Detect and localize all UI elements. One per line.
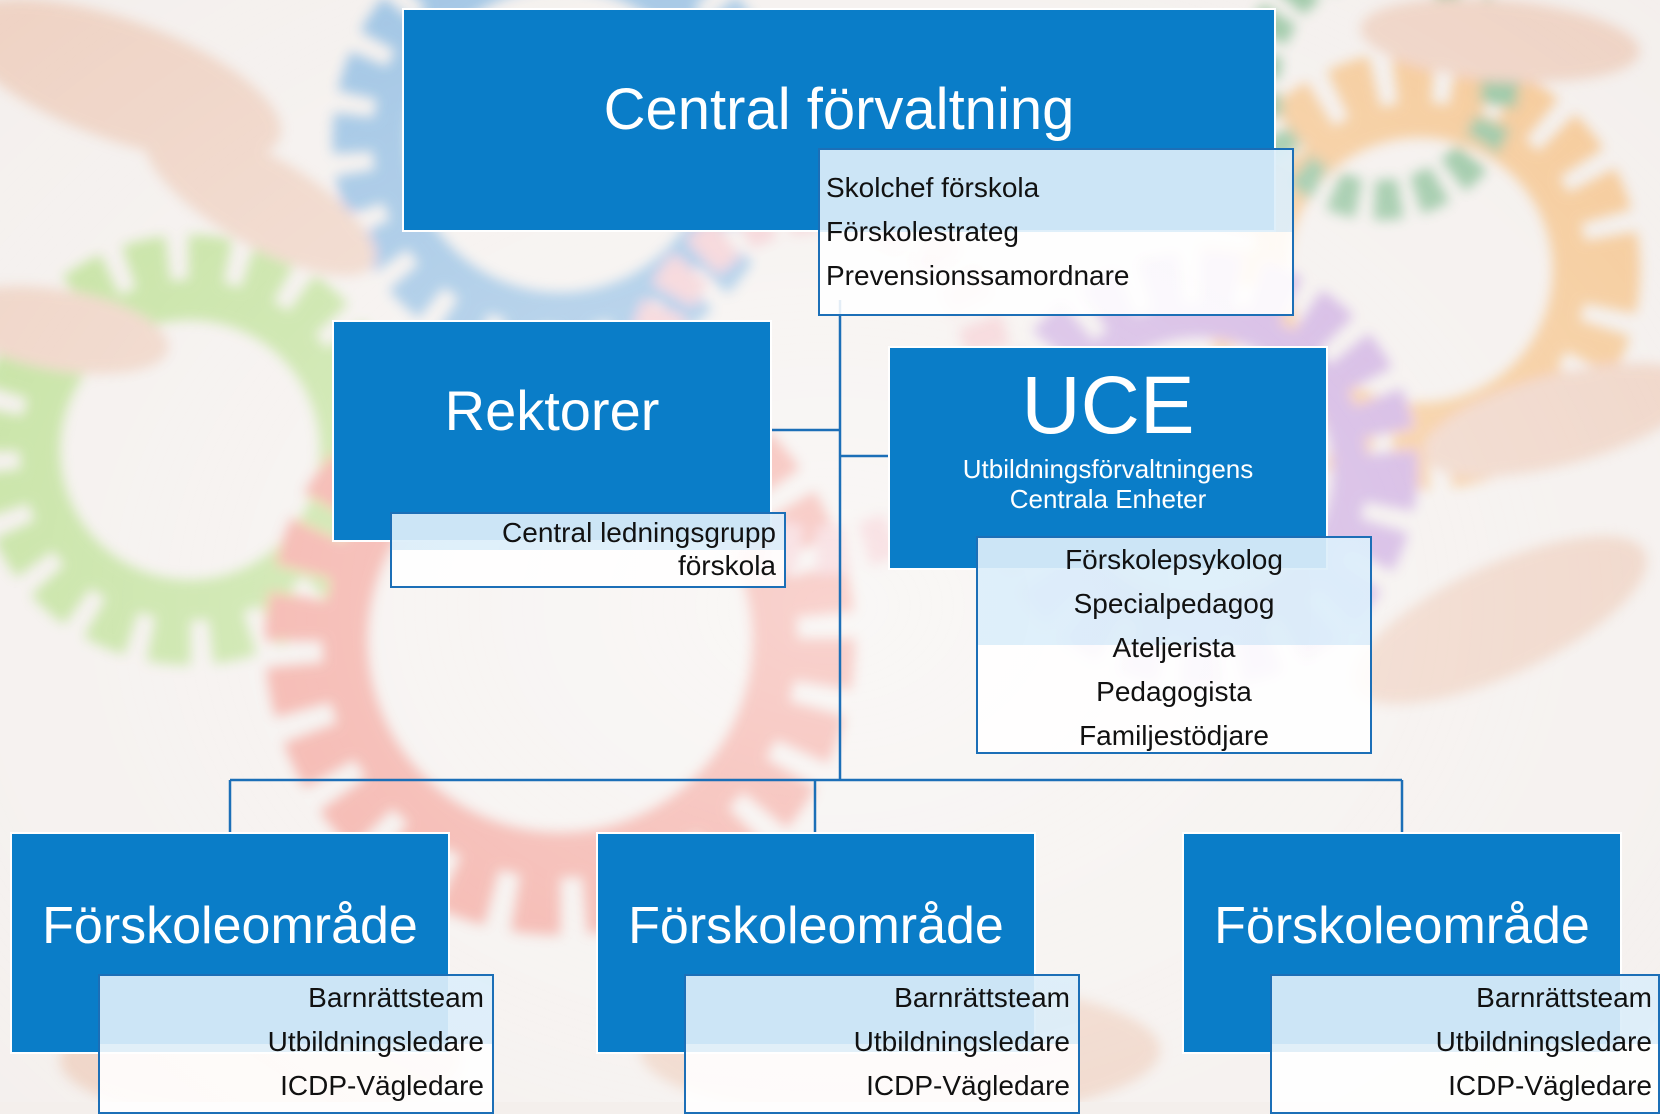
- central-item: Förskolestrateg: [826, 216, 1019, 247]
- area-1-item: Barnrättsteam: [308, 982, 484, 1013]
- central-title: Central förvaltning: [603, 77, 1075, 142]
- area-3-title: Förskoleområde: [1214, 897, 1590, 955]
- uce-title: UCE: [1021, 360, 1195, 451]
- uce-item: Förskolepsykolog: [1065, 544, 1283, 575]
- area-1-item: ICDP-Vägledare: [280, 1070, 484, 1101]
- area-3-item: ICDP-Vägledare: [1448, 1070, 1652, 1101]
- area-2-detail-box: Barnrättsteam Utbildningsledare ICDP-Väg…: [684, 974, 1080, 1114]
- area-3-detail-box: Barnrättsteam Utbildningsledare ICDP-Väg…: [1270, 974, 1660, 1114]
- central-item: Skolchef förskola: [826, 172, 1040, 203]
- uce-subtitle-line1: Utbildningsförvaltningens: [962, 454, 1254, 484]
- uce-box: UCE Utbildningsförvaltningens Centrala E…: [888, 346, 1328, 570]
- rektorer-detail-box: Central ledningsgrupp förskola: [390, 512, 786, 588]
- area-3-item: Barnrättsteam: [1476, 982, 1652, 1013]
- area-2-item: ICDP-Vägledare: [866, 1070, 1070, 1101]
- area-3-item: Utbildningsledare: [1435, 1026, 1652, 1057]
- central-detail-box: Skolchef förskola Förskolestrateg Preven…: [818, 148, 1294, 316]
- uce-item: Ateljerista: [1112, 632, 1236, 663]
- area-2-item: Utbildningsledare: [853, 1026, 1070, 1057]
- rektorer-box: Rektorer: [332, 320, 772, 542]
- area-2-title: Förskoleområde: [628, 897, 1004, 955]
- uce-item: Familjestödjare: [1079, 720, 1269, 751]
- rektorer-title: Rektorer: [444, 379, 660, 442]
- rektorer-item: förskola: [677, 550, 776, 581]
- central-item: Prevensionssamordnare: [826, 260, 1130, 291]
- uce-detail-box: Förskolepsykolog Specialpedagog Ateljeri…: [976, 536, 1372, 754]
- uce-item: Pedagogista: [1096, 676, 1252, 707]
- area-1-item: Utbildningsledare: [267, 1026, 484, 1057]
- area-1-detail-box: Barnrättsteam Utbildningsledare ICDP-Väg…: [98, 974, 494, 1114]
- uce-subtitle-line2: Centrala Enheter: [1009, 484, 1207, 514]
- rektorer-item: Central ledningsgrupp: [502, 517, 776, 548]
- uce-item: Specialpedagog: [1073, 588, 1275, 619]
- area-1-title: Förskoleområde: [42, 897, 418, 955]
- area-2-item: Barnrättsteam: [894, 982, 1070, 1013]
